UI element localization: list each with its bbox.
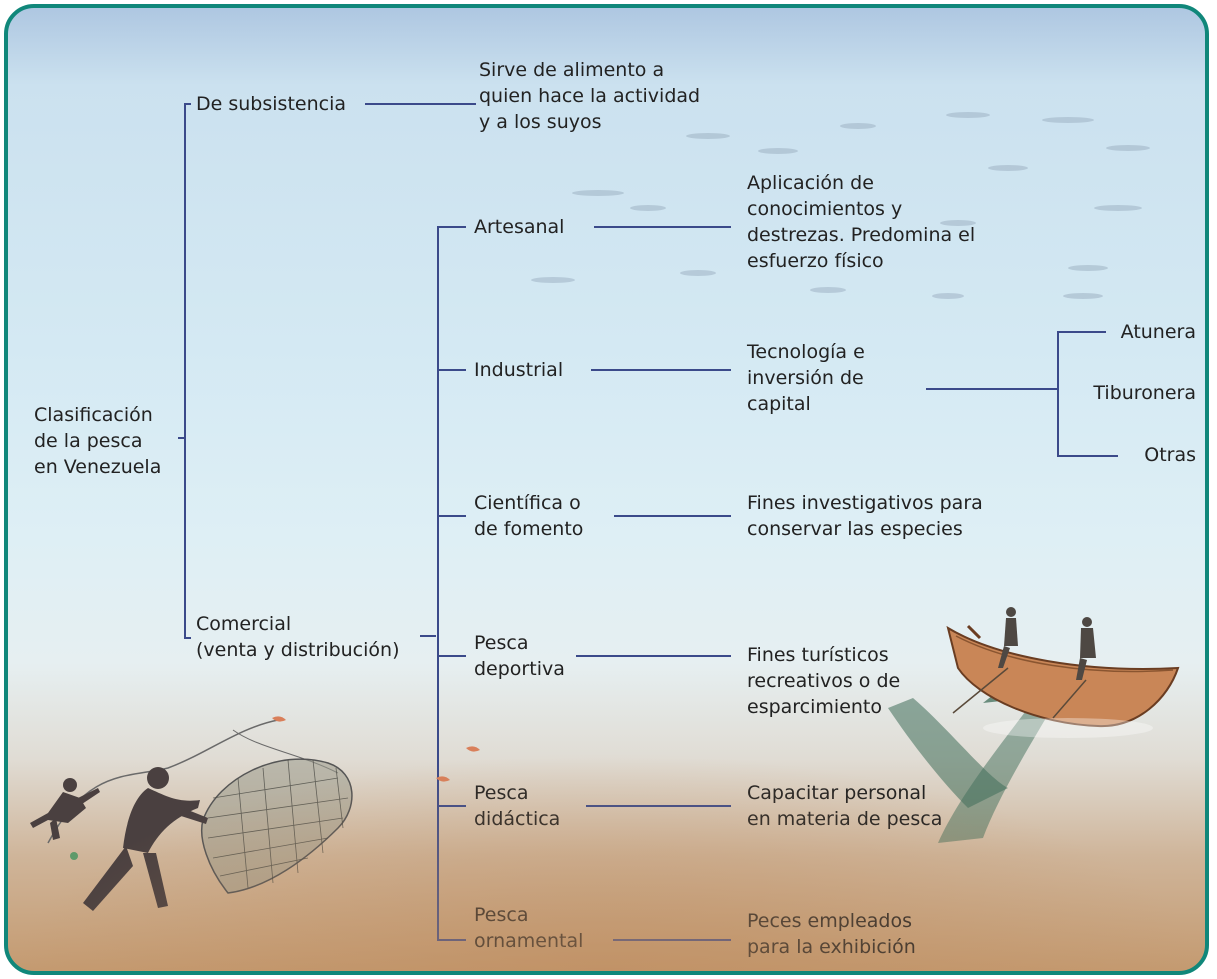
subtype-tiburonera: Tiburonera <box>1093 382 1196 404</box>
root-label: Clasificación de la pesca en Venezuela <box>34 404 162 478</box>
type-cientifica: Científica o de fomento <box>474 492 584 540</box>
sky-decoration <box>531 112 1150 299</box>
connector-lines <box>178 103 1118 941</box>
subtypes-bracket <box>1057 331 1118 457</box>
subsistencia-label: De subsistencia <box>196 93 346 115</box>
root-bracket <box>184 103 191 639</box>
subsistencia-description: Sirve de alimento a quien hace la activi… <box>479 59 701 133</box>
type-deportiva-description: Fines turísticos recreativos o de esparc… <box>747 644 901 718</box>
type-industrial-description: Tecnología e inversión de capital <box>747 341 865 415</box>
type-artesanal-description: Aplicación de conocimientos y destrezas.… <box>747 172 976 272</box>
type-didactica: Pesca didáctica <box>474 782 561 830</box>
fishermen-casting-net-illustration <box>30 716 480 911</box>
type-artesanal: Artesanal <box>474 216 565 238</box>
type-cientifica-description: Fines investigativos para conservar las … <box>747 492 983 540</box>
comercial-label: Comercial (venta y distribución) <box>196 613 400 661</box>
diagram-canvas <box>30 103 1180 941</box>
diagram-frame: Clasificación de la pesca en Venezuela D… <box>4 4 1209 975</box>
type-didactica-description: Capacitar personal en materia de pesca <box>747 782 943 830</box>
subtype-otras: Otras <box>1144 444 1196 466</box>
fishermen-in-boat-illustration <box>888 607 1180 843</box>
type-ornamental-description: Peces empleados para la exhibición <box>747 910 916 958</box>
type-deportiva: Pesca deportiva <box>474 632 565 680</box>
comercial-bracket <box>437 226 466 941</box>
type-ornamental: Pesca ornamental <box>474 904 584 952</box>
subtype-atunera: Atunera <box>1120 321 1196 343</box>
type-industrial: Industrial <box>474 359 564 381</box>
